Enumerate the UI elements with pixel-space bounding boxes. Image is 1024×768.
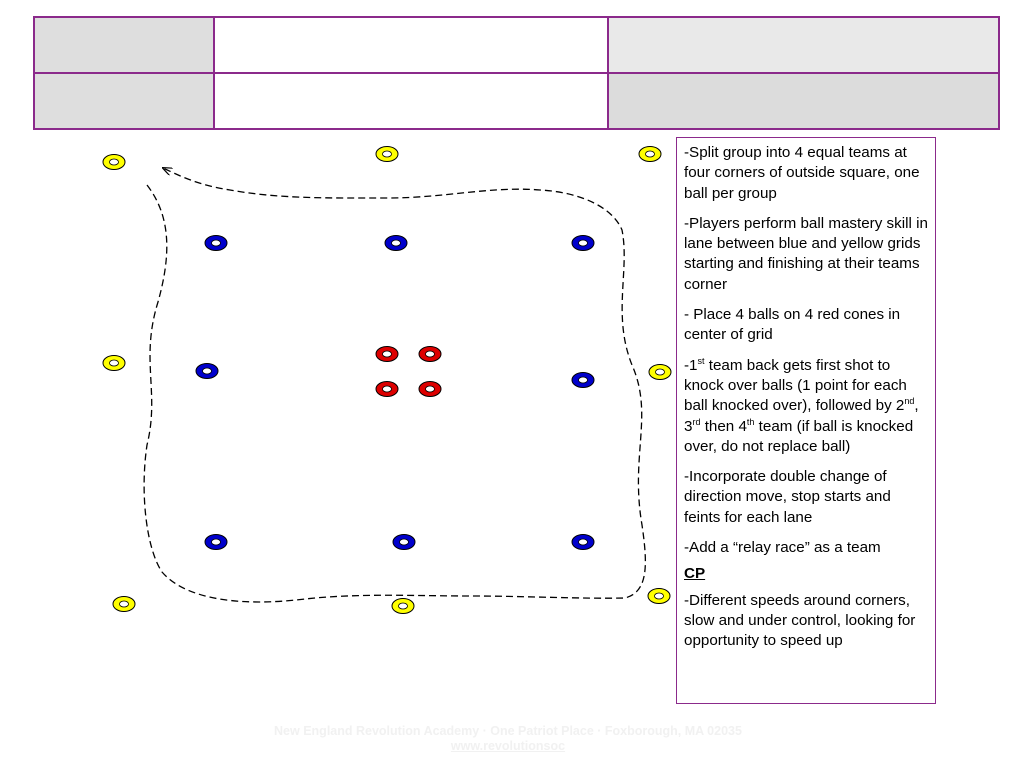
footer-website-link[interactable]: www.revolutionsoc [450, 739, 566, 753]
yellow-cone-icon [638, 146, 662, 162]
header-row [33, 72, 1000, 130]
ordinal-suffix: st [697, 355, 705, 366]
header-cell [33, 72, 215, 130]
step-text: team back gets first shot to knock over … [684, 356, 907, 415]
blue-cone-icon [204, 534, 228, 550]
ordinal-number: 4 [738, 417, 747, 435]
header-cell [213, 72, 609, 130]
yellow-cone-icon [647, 588, 671, 604]
ordinal-suffix: nd [904, 396, 915, 407]
yellow-cone-icon [102, 355, 126, 371]
coaching-points-heading: CP [684, 565, 706, 583]
instruction-step: -Add a “relay race” as a team [684, 539, 881, 557]
red-cone-icon [375, 346, 399, 362]
header-cell [33, 16, 215, 74]
instruction-step: -1st team back gets first shot to knock … [684, 356, 929, 457]
instruction-step: -Players perform ball mastery skill in l… [684, 214, 928, 293]
red-cone-icon [418, 381, 442, 397]
blue-cone-icon [571, 235, 595, 251]
header-cell [607, 16, 1000, 74]
blue-cone-icon [195, 363, 219, 379]
header-cell [213, 16, 609, 74]
yellow-cone-icon [391, 598, 415, 614]
red-cone-icon [418, 346, 442, 362]
dribbling-path [143, 168, 646, 603]
yellow-cone-icon [648, 364, 672, 380]
yellow-cone-icon [102, 154, 126, 170]
instructions-panel: -Split group into 4 equal teams at four … [676, 137, 936, 704]
ordinal-suffix: th [746, 416, 755, 427]
blue-cone-icon [384, 235, 408, 251]
drill-diagram [102, 146, 672, 614]
blue-cone-icon [571, 372, 595, 388]
instruction-step: - Place 4 balls on 4 red cones in center… [684, 306, 901, 344]
coaching-point: -Different speeds around corners, slow a… [684, 591, 916, 650]
blue-cone-icon [571, 534, 595, 550]
footer-address: New England Revolution Academy · One Pat… [274, 724, 742, 738]
header-row [33, 16, 1000, 74]
blue-cone-icon [392, 534, 416, 550]
step-text: , [914, 397, 919, 415]
ordinal-suffix: rd [692, 416, 701, 427]
footer: New England Revolution Academy · One Pat… [0, 724, 1016, 754]
instruction-step: -Split group into 4 equal teams at four … [684, 144, 920, 202]
ordinal-number: 2 [895, 397, 905, 415]
ordinal-number: 3 [684, 417, 693, 435]
red-cone-icon [375, 381, 399, 397]
yellow-cone-icon [375, 146, 399, 162]
ordinal-number: -1 [684, 356, 698, 374]
header-cell [607, 72, 1000, 130]
step-text: then [700, 417, 739, 435]
instruction-step: -Incorporate double change of direction … [684, 468, 891, 526]
step-text: team (if ball is knocked over, do not re… [684, 417, 914, 455]
cone-layer [102, 146, 672, 614]
yellow-cone-icon [112, 596, 136, 612]
header-table [33, 16, 1000, 130]
blue-cone-icon [204, 235, 228, 251]
